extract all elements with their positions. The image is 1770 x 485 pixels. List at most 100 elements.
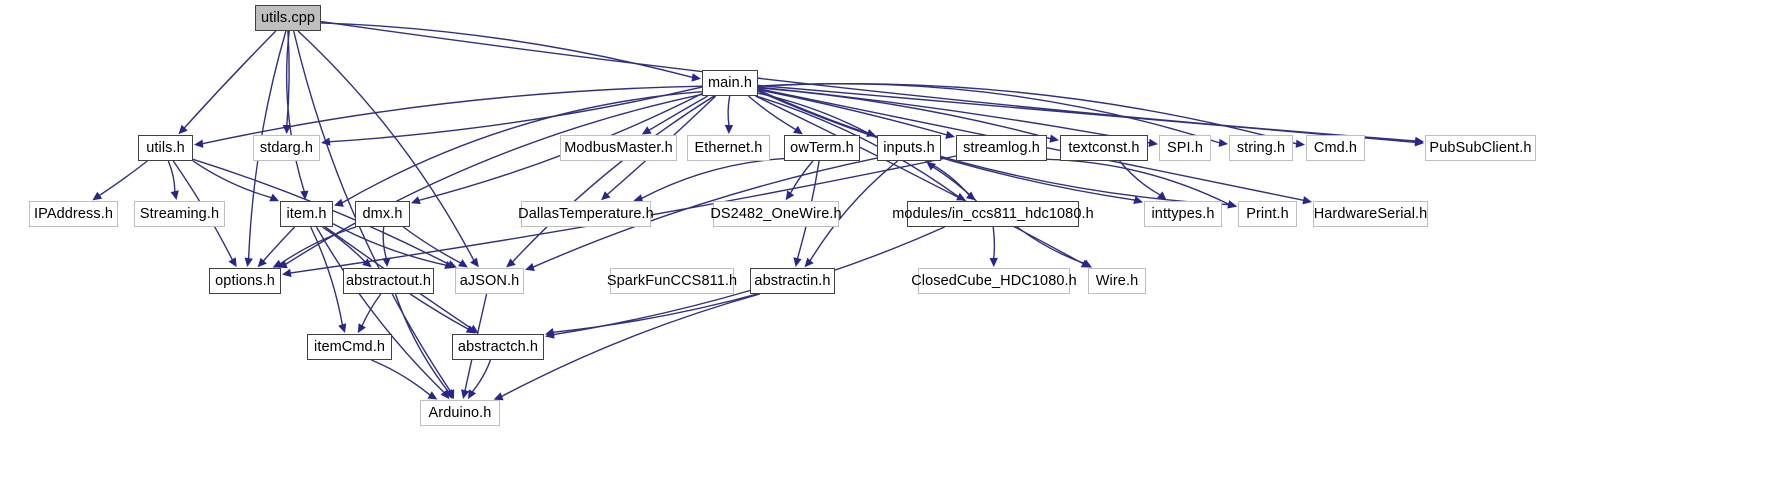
edge-inputs-h-to-in-ccs811-h: [925, 160, 970, 196]
graph-node-label: Wire.h: [1095, 272, 1139, 289]
graph-node-streamlog-h[interactable]: streamlog.h: [956, 135, 1047, 161]
edge-utils-cpp-to-main-h: [320, 22, 694, 79]
graph-node-inputs-h[interactable]: inputs.h: [877, 135, 941, 161]
edge-main-h-to-owTerm-h: [747, 95, 797, 131]
graph-node-label: options.h: [215, 272, 275, 289]
graph-node-label: Print.h: [1246, 205, 1289, 222]
arrowhead-icon: [1049, 134, 1059, 143]
graph-node-ClosedCube-h[interactable]: ClosedCube_HDC1080.h: [911, 268, 1077, 294]
graph-node-label: itemCmd.h: [314, 338, 385, 355]
edge-dmx-h-to-aJSON-h: [402, 226, 462, 264]
arrowhead-icon: [470, 257, 479, 268]
graph-node-label: PubSubClient.h: [1429, 139, 1532, 156]
graph-node-SPI-h[interactable]: SPI.h: [1159, 135, 1211, 161]
graph-node-textconst-h[interactable]: textconst.h: [1060, 135, 1148, 161]
graph-node-Streaming-h[interactable]: Streaming.h: [134, 201, 225, 227]
arrowhead-icon: [945, 130, 955, 139]
graph-node-abstractin-h[interactable]: abstractin.h: [750, 268, 835, 294]
graph-node-label: owTerm.h: [790, 139, 854, 156]
edge-in-ccs811-h-to-ClosedCube-h: [992, 226, 996, 260]
edge-main-h-to-PubSubClient-h: [757, 84, 1417, 144]
graph-node-PubSubClient-h[interactable]: PubSubClient.h: [1425, 135, 1536, 161]
graph-node-label: utils.h: [146, 139, 185, 156]
arrowhead-icon: [194, 139, 204, 148]
edge-main-h-to-inputs-h: [757, 92, 869, 134]
arrowhead-icon: [277, 260, 288, 269]
arrowhead-icon: [1227, 200, 1237, 209]
arrowhead-icon: [269, 193, 280, 202]
arrowhead-icon: [601, 191, 611, 201]
graph-node-label: Streaming.h: [139, 205, 220, 222]
arrowhead-icon: [989, 257, 998, 267]
edge-abstractout-h-to-itemCmd-h: [361, 293, 382, 327]
arrowhead-icon: [228, 257, 237, 268]
graph-node-label: Cmd.h: [1313, 139, 1358, 156]
graph-node-Print-h[interactable]: Print.h: [1238, 201, 1297, 227]
edge-main-h-to-Ethernet-h: [727, 95, 731, 127]
edge-main-h-to-Wire-h: [755, 95, 1084, 265]
graph-node-Wire-h[interactable]: Wire.h: [1088, 268, 1146, 294]
graph-node-options-h[interactable]: options.h: [209, 268, 281, 294]
graph-node-main-h[interactable]: main.h: [702, 70, 758, 96]
arrowhead-icon: [1295, 139, 1305, 148]
arrowhead-icon: [956, 192, 966, 201]
edge-abstractout-h-to-abstractch-h: [409, 293, 470, 331]
arrowhead-icon: [272, 259, 283, 268]
arrowhead-icon: [926, 161, 936, 171]
edge-utils-h-to-IPAddress-h: [98, 160, 148, 197]
graph-node-DS2482-h[interactable]: DS2482_OneWire.h: [710, 201, 842, 227]
graph-node-stdarg-h[interactable]: stdarg.h: [253, 135, 320, 161]
arrowhead-icon: [458, 259, 468, 268]
graph-node-ModbusMaster-h[interactable]: ModbusMaster.h: [560, 135, 677, 161]
graph-node-label: ClosedCube_HDC1080.h: [911, 272, 1077, 289]
arrowhead-icon: [427, 391, 438, 400]
graph-node-HardwareSerial-h[interactable]: HardwareSerial.h: [1313, 201, 1428, 227]
arrowhead-icon: [440, 389, 450, 400]
edge-utils-cpp-to-stdarg-h: [286, 30, 290, 127]
arrowhead-icon: [444, 389, 453, 400]
graph-node-label: modules/in_ccs811_hdc1080.h: [892, 205, 1094, 222]
graph-node-owTerm-h[interactable]: owTerm.h: [784, 135, 860, 161]
edge-item-h-to-abstractout-h: [322, 226, 367, 263]
graph-node-utils-cpp[interactable]: utils.cpp: [255, 5, 321, 31]
graph-node-label: Ethernet.h: [694, 139, 763, 156]
arrowhead-icon: [1148, 138, 1158, 147]
graph-node-label: ModbusMaster.h: [564, 139, 673, 156]
graph-node-Ethernet-h[interactable]: Ethernet.h: [687, 135, 770, 161]
graph-node-IPAddress-h[interactable]: IPAddress.h: [29, 201, 118, 227]
graph-node-dmx-h[interactable]: dmx.h: [355, 201, 410, 227]
graph-node-item-h[interactable]: item.h: [280, 201, 333, 227]
graph-node-inttypes-h[interactable]: inttypes.h: [1144, 201, 1222, 227]
edge-main-h-to-options-h: [284, 93, 703, 266]
arrowhead-icon: [468, 389, 477, 400]
edge-dmx-h-to-abstractout-h: [382, 226, 388, 260]
graph-node-itemCmd-h[interactable]: itemCmd.h: [307, 334, 392, 360]
graph-node-Cmd-h[interactable]: Cmd.h: [1306, 135, 1365, 161]
graph-node-SparkFun-h[interactable]: SparkFunCCS811.h: [607, 268, 737, 294]
graph-node-aJSON-h[interactable]: aJSON.h: [455, 268, 524, 294]
edge-dmx-h-to-options-h: [279, 226, 357, 265]
graph-node-label: abstractout.h: [345, 272, 432, 289]
graph-node-label: HardwareSerial.h: [1313, 205, 1428, 222]
edge-streamlog-h-to-Print-h: [1046, 158, 1230, 206]
graph-node-abstractout-h[interactable]: abstractout.h: [343, 268, 434, 294]
edge-owTerm-h-to-DallasTemp-h: [640, 157, 785, 200]
edge-utils-cpp-to-utils-h: [183, 30, 277, 129]
graph-node-string-h[interactable]: string.h: [1229, 135, 1293, 161]
edge-abstractin-h-to-abstractch-h: [552, 289, 751, 336]
edge-main-h-to-ModbusMaster-h: [648, 95, 709, 132]
graph-node-in-ccs811-h[interactable]: modules/in_ccs811_hdc1080.h: [892, 201, 1094, 227]
graph-node-utils-h[interactable]: utils.h: [138, 135, 193, 161]
arrowhead-icon: [244, 257, 253, 267]
graph-node-DallasTemp-h[interactable]: DallasTemperature.h: [518, 201, 654, 227]
edge-textconst-h-to-inttypes-h: [1119, 160, 1161, 196]
graph-node-abstractch-h[interactable]: abstractch.h: [452, 334, 544, 360]
edge-item-h-to-itemCmd-h: [310, 226, 344, 326]
edge-main-h-to-stdarg-h: [328, 86, 703, 143]
arrowhead-icon: [338, 323, 347, 333]
arrowhead-icon: [461, 389, 470, 399]
graph-node-Arduino-h[interactable]: Arduino.h: [420, 400, 500, 426]
arrowhead-icon: [545, 328, 555, 337]
